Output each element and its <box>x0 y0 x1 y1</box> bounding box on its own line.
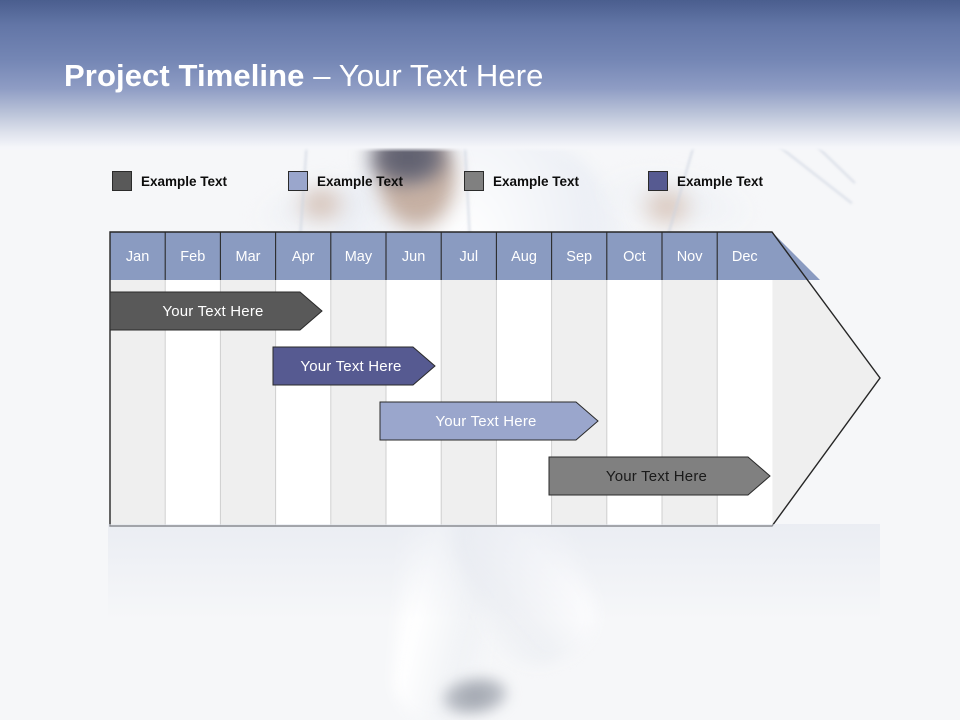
legend-label-2: Example Text <box>317 173 404 189</box>
legend-swatch-icon-3 <box>464 171 484 191</box>
photo-shoe-shape <box>437 671 513 720</box>
month-label-feb: Feb <box>180 249 205 265</box>
month-label-nov: Nov <box>677 249 704 265</box>
month-label-mar: Mar <box>236 249 261 265</box>
task-bar-label-3: Your Text Here <box>435 413 536 430</box>
task-bar-shape-1[interactable] <box>109 291 323 331</box>
month-label-may: May <box>345 249 373 265</box>
chart-arrow-outline <box>109 231 881 527</box>
month-label-jun: Jun <box>402 249 425 265</box>
task-bar-shape-3[interactable] <box>379 401 599 441</box>
task-bar-2[interactable]: Your Text Here <box>272 346 436 386</box>
task-bar-label-4: Your Text Here <box>606 468 707 485</box>
month-header-arrow-cap <box>772 232 820 280</box>
legend-item-4[interactable]: Example Text <box>648 171 763 191</box>
timeline-column-may <box>330 280 386 526</box>
timeline-chart-svg: Jan Feb Mar Apr May Jun Jul Aug Sep Oct Nov DecYour… <box>109 231 881 527</box>
month-label-jan: Jan <box>126 249 149 265</box>
task-bar-3[interactable]: Your Text Here <box>379 401 599 441</box>
legend-item-1[interactable]: Example Text <box>112 171 227 191</box>
task-bar-label-2: Your Text Here <box>300 358 401 375</box>
month-label-apr: Apr <box>292 249 315 265</box>
chart-reflection <box>108 524 880 620</box>
month-label-sep: Sep <box>566 249 592 265</box>
title-banner <box>0 0 960 152</box>
legend-item-2[interactable]: Example Text <box>288 171 403 191</box>
task-bar-label-1: Your Text Here <box>162 303 263 320</box>
page-title-bold: Project Timeline <box>64 58 305 93</box>
month-label-oct: Oct <box>623 249 646 265</box>
task-bar-shape-4[interactable] <box>548 456 771 496</box>
task-bar-shape-2[interactable] <box>272 346 436 386</box>
month-label-jul: Jul <box>460 249 479 265</box>
task-bar-4[interactable]: Your Text Here <box>548 456 771 496</box>
legend-item-3[interactable]: Example Text <box>464 171 579 191</box>
legend-swatch-icon-1 <box>112 171 132 191</box>
legend-label-4: Example Text <box>677 173 764 189</box>
legend-swatch-icon-4 <box>648 171 668 191</box>
legend-swatch-icon-2 <box>288 171 308 191</box>
task-bar-1[interactable]: Your Text Here <box>109 291 323 331</box>
legend-label-3: Example Text <box>493 173 580 189</box>
month-label-dec: Dec <box>732 249 758 265</box>
page-title: Project Timeline – Your Text Here <box>64 58 543 94</box>
page-title-rest: – Your Text Here <box>304 58 544 93</box>
legend-label-1: Example Text <box>141 173 228 189</box>
month-label-aug: Aug <box>511 249 537 265</box>
